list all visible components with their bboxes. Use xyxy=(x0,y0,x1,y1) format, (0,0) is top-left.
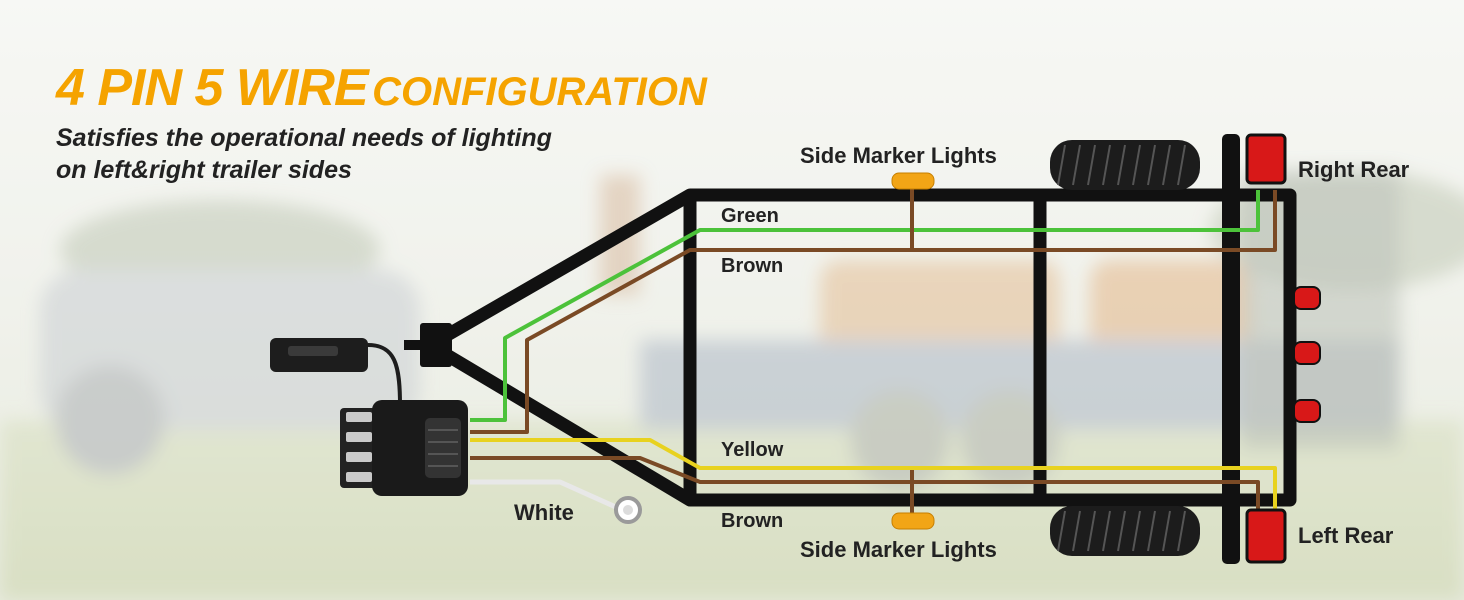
trailer-frame-outline xyxy=(423,188,1297,507)
side-marker-light-bottom xyxy=(891,512,935,530)
four-pin-connector-plug xyxy=(340,400,468,496)
green-wire xyxy=(470,190,1260,422)
subtitle: Satisfies the operational needs of light… xyxy=(56,122,552,186)
label-yellow-wire: Yellow xyxy=(721,439,784,461)
label-left-rear: Left Rear xyxy=(1298,523,1394,548)
yellow-wire xyxy=(470,438,1277,510)
right-rear-tail-light xyxy=(1245,133,1287,185)
side-marker-light-top xyxy=(891,172,935,190)
subtitle-line1: Satisfies the operational needs of light… xyxy=(56,124,552,152)
clearance-light-3 xyxy=(1293,399,1321,423)
label-side-marker-top: Side Marker Lights xyxy=(800,143,997,168)
label-white-wire: White xyxy=(514,500,574,525)
title-part2: CONFIGURATION xyxy=(372,70,707,114)
white-wire xyxy=(470,479,620,511)
tire-bottom-icon xyxy=(1050,506,1200,556)
rear-axle-bar xyxy=(1222,134,1240,564)
label-brown-wire-top: Brown xyxy=(721,255,784,277)
tire-top-icon xyxy=(1050,140,1200,190)
page-title: 4 PIN 5 WIRE CONFIGURATION xyxy=(56,58,707,118)
subtitle-line2: on left&right trailer sides xyxy=(56,156,352,184)
hitch-coupler xyxy=(420,323,452,367)
label-right-rear: Right Rear xyxy=(1298,157,1410,182)
hitch-coupler-tip xyxy=(404,340,424,350)
trailer-frame xyxy=(423,188,1297,507)
brown-wire-bottom xyxy=(470,456,1260,510)
label-green-wire: Green xyxy=(721,205,779,227)
left-rear-tail-light xyxy=(1245,508,1287,564)
brown-wire-top xyxy=(470,190,1277,434)
clearance-light-2 xyxy=(1293,341,1321,365)
title-part1: 4 PIN 5 WIRE xyxy=(56,59,369,117)
label-side-marker-bottom: Side Marker Lights xyxy=(800,537,997,562)
dust-cap-cable xyxy=(367,343,402,406)
clearance-light-1 xyxy=(1293,286,1321,310)
label-brown-wire-bottom: Brown xyxy=(721,510,784,532)
